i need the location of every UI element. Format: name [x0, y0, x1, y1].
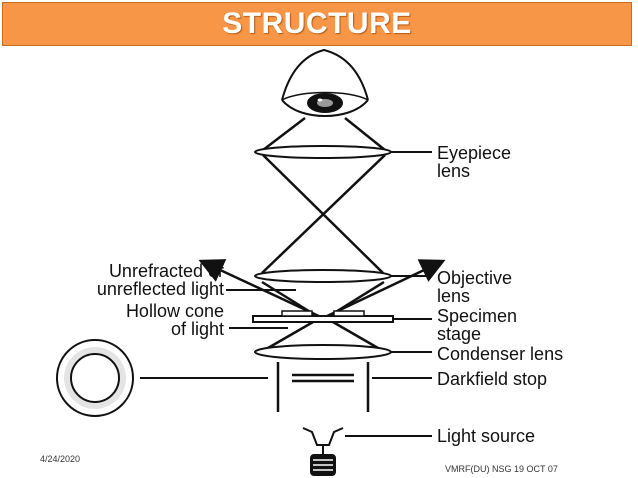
label-objective: Objective lens: [437, 268, 513, 306]
label-unrefracted-light: Unrefracted or unreflected light: [96, 261, 224, 299]
label-hollow-cone: Hollow cone of light: [125, 301, 224, 339]
label-darkfield-stop: Darkfield stop: [437, 369, 548, 389]
specimen-stage: [252, 310, 394, 323]
slide-footer: VMRF(DU) NSG 19 OCT 07: [445, 464, 558, 474]
darkfield-ring-icon: [56, 339, 134, 417]
condenser-lens: [254, 344, 392, 360]
darkfield-stop: [276, 362, 370, 412]
light-rays-top: [262, 117, 386, 151]
label-condenser: Condenser lens: [437, 344, 564, 364]
label-light-source: Light source: [437, 426, 536, 446]
title-bar: STRUCTURE: [2, 2, 632, 46]
slide-title: STRUCTURE: [222, 7, 412, 40]
light-rays-middle: [261, 154, 386, 274]
label-eyepiece: Eyepiece lens: [437, 143, 512, 181]
label-specimen-stage: Specimen stage: [437, 306, 518, 344]
eyepiece-lens: [254, 145, 392, 159]
slide-date: 4/24/2020: [40, 454, 81, 464]
eye-icon: [281, 48, 369, 118]
objective-lens: [254, 269, 392, 283]
light-source-icon: [302, 427, 344, 476]
